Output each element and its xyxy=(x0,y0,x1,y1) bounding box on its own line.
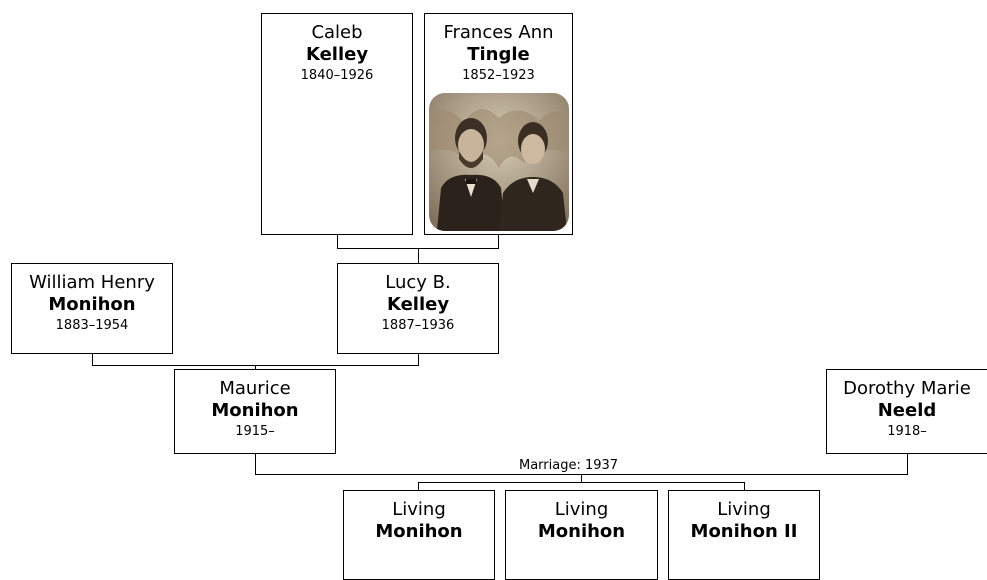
person-card-caleb-kelley[interactable]: Caleb Kelley 1840–1926 xyxy=(261,13,413,235)
life-years: 1918– xyxy=(887,424,927,439)
life-years: 1840–1926 xyxy=(300,68,374,83)
person-card-dorothy-marie-neeld[interactable]: Dorothy Marie Neeld 1918– xyxy=(826,369,987,454)
person-card-william-henry-monihon[interactable]: William Henry Monihon 1883–1954 xyxy=(11,263,173,354)
given-name: Frances Ann xyxy=(443,22,554,43)
connector-line xyxy=(418,353,419,366)
given-name: Living xyxy=(392,499,446,520)
surname: Kelley xyxy=(386,294,450,315)
life-years: 1915– xyxy=(235,424,275,439)
surname: Kelley xyxy=(305,44,369,65)
connector-line xyxy=(744,482,745,491)
given-name: Living xyxy=(554,499,609,520)
surname: Neeld xyxy=(877,400,937,421)
surname: Monihon xyxy=(537,521,626,542)
person-card-lucy-b-kelley[interactable]: Lucy B. Kelley 1887–1936 xyxy=(337,263,499,354)
connector-line xyxy=(418,248,419,263)
person-card-maurice-monihon[interactable]: Maurice Monihon 1915– xyxy=(174,369,336,454)
given-name: Dorothy Marie xyxy=(843,378,971,399)
life-years: 1887–1936 xyxy=(381,318,455,333)
given-name: Maurice xyxy=(219,378,291,399)
connector-line xyxy=(92,353,93,366)
connector-line xyxy=(255,365,256,369)
given-name: Caleb xyxy=(311,22,363,43)
connector-line xyxy=(498,234,499,249)
marriage-label: Marriage: 1937 xyxy=(518,458,620,473)
person-card-living-monihon-2[interactable]: Living Monihon xyxy=(505,490,658,580)
connector-line xyxy=(418,482,745,483)
surname: Tingle xyxy=(467,44,530,65)
life-years: 1852–1923 xyxy=(462,68,535,83)
connector-line xyxy=(337,234,338,249)
surname: Monihon II xyxy=(690,521,798,542)
surname: Monihon xyxy=(211,400,299,421)
surname: Monihon xyxy=(48,294,136,315)
life-years: 1883–1954 xyxy=(55,318,129,333)
given-name: William Henry xyxy=(29,272,155,293)
portrait-image-icon xyxy=(429,93,569,231)
person-card-frances-ann-tingle[interactable]: Frances Ann Tingle 1852–1923 xyxy=(424,13,573,235)
surname: Monihon xyxy=(375,521,463,542)
connector-line xyxy=(907,453,908,475)
given-name: Living xyxy=(717,499,771,520)
given-name: Lucy B. xyxy=(385,272,451,293)
person-card-living-monihon-ii[interactable]: Living Monihon II xyxy=(668,490,820,580)
person-card-living-monihon-1[interactable]: Living Monihon xyxy=(343,490,495,580)
connector-line xyxy=(255,453,256,475)
connector-line xyxy=(581,474,582,483)
connector-line xyxy=(418,482,419,491)
portrait-photo[interactable] xyxy=(429,93,569,231)
